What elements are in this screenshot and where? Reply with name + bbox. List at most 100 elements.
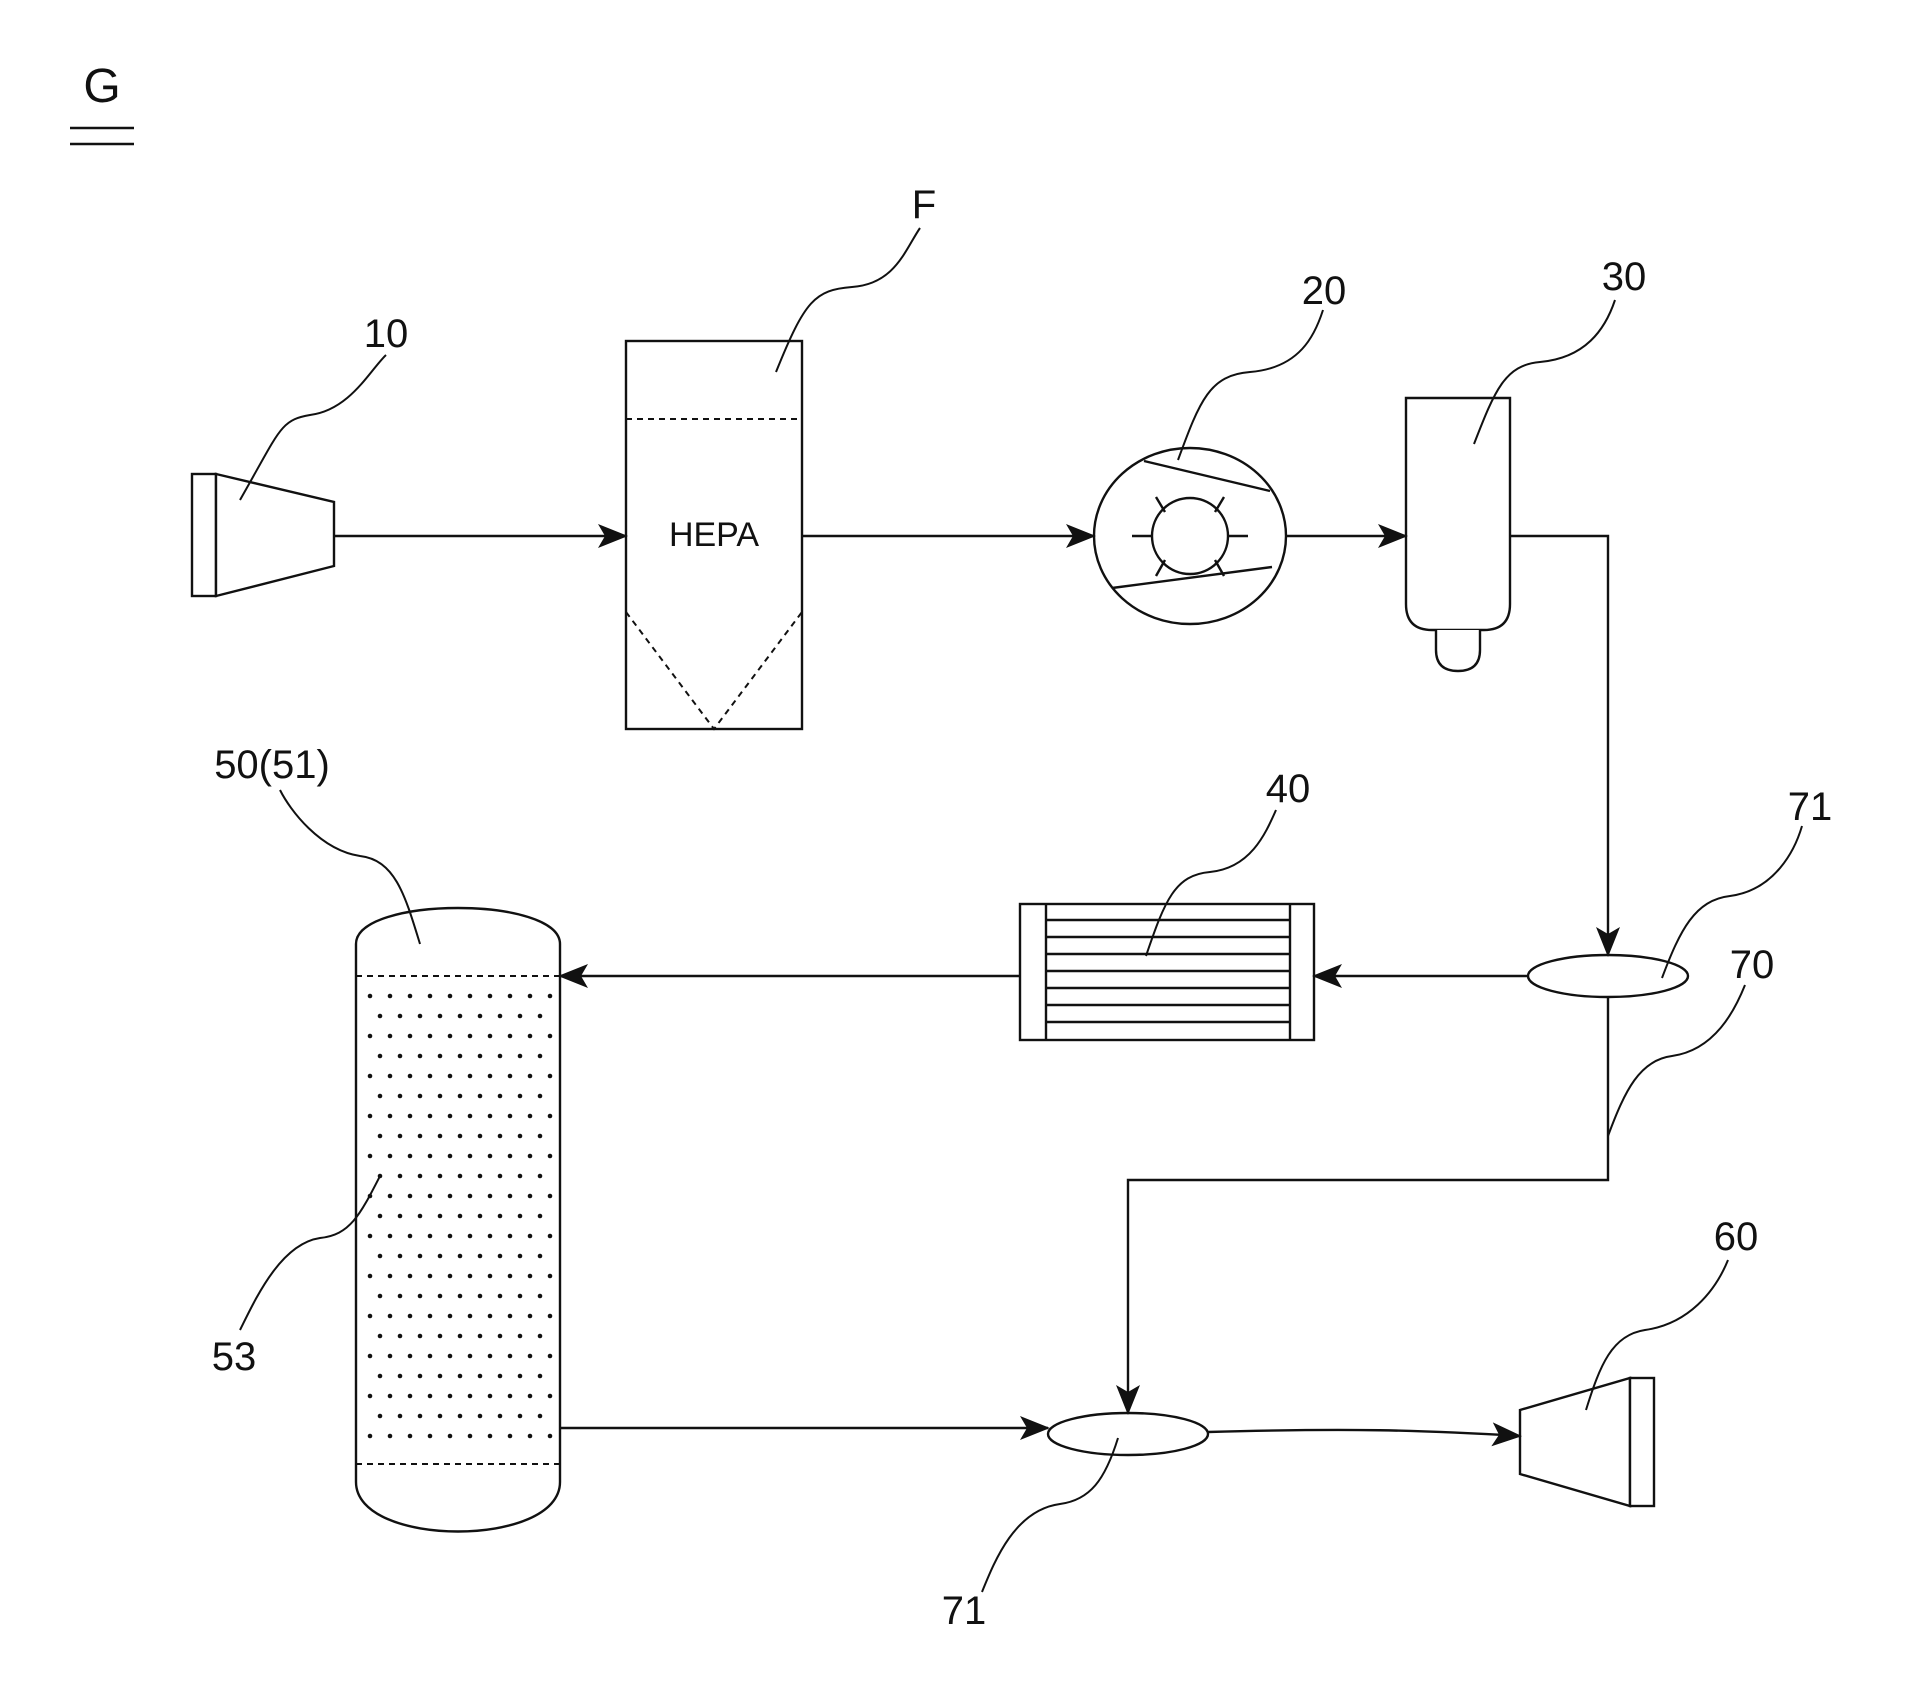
inlet-label: 10 (364, 312, 409, 356)
packing-dot (547, 1273, 553, 1279)
packing-dot (527, 1033, 533, 1039)
packing-dot (537, 1213, 543, 1219)
packing-dot (387, 993, 393, 999)
packing-dot (387, 1393, 393, 1399)
column-leader-line (279, 789, 421, 945)
packing-dot (467, 1433, 473, 1439)
packing-dot (437, 1253, 443, 1259)
packing-dot (527, 1393, 533, 1399)
packing-dot (467, 1033, 473, 1039)
packing-dot (407, 1353, 413, 1359)
packing-dot (387, 1073, 393, 1079)
packing-dot (367, 1153, 373, 1159)
blower-lower-vane (1111, 565, 1273, 590)
pipe-lines (334, 524, 1620, 1447)
packing-dot (487, 993, 493, 999)
packing-dot (467, 993, 473, 999)
outlet-60: 60 (1518, 1215, 1758, 1508)
packing-dot (387, 1153, 393, 1159)
packing-dot (377, 1293, 383, 1299)
packing-dot (427, 1313, 433, 1319)
packing-dot (397, 1053, 403, 1059)
packing-dot (437, 1213, 443, 1219)
blower-label: 20 (1302, 269, 1347, 313)
valve-71-bottom: 71 (942, 1411, 1210, 1633)
packing-dot (477, 1293, 483, 1299)
packing-dot (417, 1213, 423, 1219)
packing-dot (497, 1093, 503, 1099)
packing-dot (527, 1273, 533, 1279)
packing-dot (417, 1093, 423, 1099)
blower-leader-line (1177, 309, 1324, 461)
packing-dot (497, 1253, 503, 1259)
packing-dot (547, 1033, 553, 1039)
packing-dot (427, 1273, 433, 1279)
packing-dot (527, 1433, 533, 1439)
packing-dot (457, 1253, 463, 1259)
packing-dot (377, 1213, 383, 1219)
separator-label: 30 (1602, 255, 1647, 299)
valve-71-top: 71 (1526, 785, 1833, 999)
packing-dot (547, 1193, 553, 1199)
column-vessel (354, 906, 562, 1533)
packing-dot (487, 1273, 493, 1279)
packing-dot (487, 1113, 493, 1119)
packing-dot (437, 1413, 443, 1419)
blower-upper-vane (1143, 459, 1271, 493)
packing-dot (427, 1353, 433, 1359)
packing-dot (477, 1253, 483, 1259)
packing-dot (487, 1233, 493, 1239)
packing-dot (397, 1413, 403, 1419)
cooler-40: 40 (1018, 767, 1316, 1042)
packing-dot (517, 1013, 523, 1019)
packing-dot (517, 1053, 523, 1059)
packing-dot (367, 1233, 373, 1239)
cooler-leader-line (1145, 809, 1277, 957)
packing-dot (427, 1433, 433, 1439)
packing-dot (447, 1433, 453, 1439)
packing-dot (417, 1333, 423, 1339)
packing-dot (437, 1373, 443, 1379)
packing-dot (367, 1073, 373, 1079)
hepa-filter-f: HEPA F (624, 183, 936, 731)
packing-dot (497, 1013, 503, 1019)
packing-dot (497, 1373, 503, 1379)
packing-dot (477, 1213, 483, 1219)
packing-dot (517, 1213, 523, 1219)
packing-dot (537, 1373, 543, 1379)
inlet-10: 10 (190, 312, 409, 598)
packing-dot (477, 1373, 483, 1379)
packing-dot (447, 1073, 453, 1079)
packing-dot (387, 1113, 393, 1119)
packing-dot (497, 1413, 503, 1419)
packing-dot (407, 1193, 413, 1199)
packing-dot (417, 1253, 423, 1259)
packing-dot (447, 1393, 453, 1399)
packing-label: 53 (212, 1335, 257, 1379)
filter-hepa-text: HEPA (669, 516, 759, 554)
packing-dot (407, 993, 413, 999)
packing-dot (507, 1353, 513, 1359)
packing-dot (517, 1293, 523, 1299)
packing-dot (387, 1353, 393, 1359)
packing-dot (527, 1233, 533, 1239)
packing-dot (477, 1133, 483, 1139)
packing-dot (447, 1313, 453, 1319)
packing-dot (437, 1053, 443, 1059)
packing-dot (487, 1193, 493, 1199)
packing-dot (427, 1153, 433, 1159)
packing-dot (507, 1433, 513, 1439)
valve-bottom-leader-line (981, 1437, 1119, 1593)
packing-dot (407, 1313, 413, 1319)
packing-dot (537, 1133, 543, 1139)
packing-dot (517, 1253, 523, 1259)
valve-top-label: 71 (1788, 785, 1833, 829)
column-label: 50(51) (214, 743, 330, 787)
packing-dot (367, 1273, 373, 1279)
packing-dot (457, 1133, 463, 1139)
packing-dot (537, 1053, 543, 1059)
packing-dot (427, 1233, 433, 1239)
packing-dot (467, 1153, 473, 1159)
packing-dot (467, 1233, 473, 1239)
packing-dot (507, 1233, 513, 1239)
